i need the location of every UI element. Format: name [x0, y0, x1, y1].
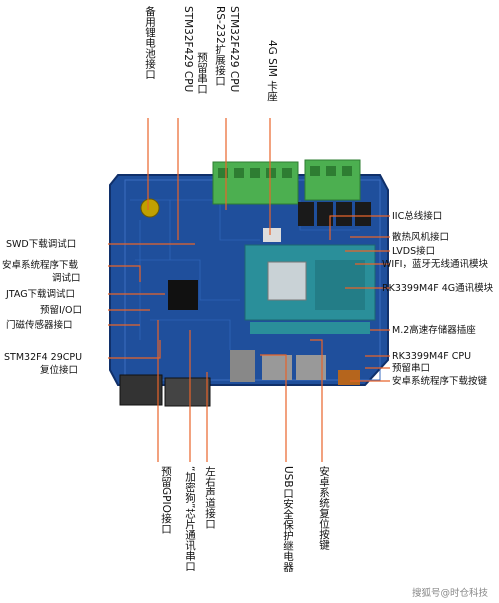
label-fan: 散热风机接口	[392, 231, 449, 243]
label-swd: SWD下载调试口	[6, 238, 76, 250]
label-dongle-uart: “加密狗”芯片通讯串口	[184, 466, 196, 571]
label-reserved-gpio: 预留GPIO接口	[160, 466, 172, 534]
label-backup-battery: 备用锂电池接口	[144, 5, 156, 79]
label-reserved-io: 预留I/O口	[40, 304, 82, 316]
m2-socket	[250, 322, 370, 334]
label-stm32-uart-a: STM32F429 CPU	[182, 6, 194, 92]
label-usb-relay: USB口安全保护继电器	[282, 466, 294, 572]
rk3399-module	[244, 244, 376, 321]
sim-socket	[263, 228, 281, 242]
label-4g-module: RK3399M4F 4G通讯模块	[382, 282, 494, 294]
label-stm32-uart-b: 预留串口	[196, 52, 208, 94]
label-lvds: LVDS接口	[392, 245, 435, 257]
terminal-blocks	[212, 159, 361, 205]
label-rk3399-cpu: RK3399M4F CPU	[392, 351, 471, 362]
relays	[298, 202, 371, 226]
label-4g-sim: 4G SIM 卡座	[266, 40, 278, 101]
label-debug-port: 调试口	[52, 272, 81, 284]
label-android-download-key: 安卓系统程序下载按键	[392, 375, 488, 387]
label-android-reset: 安卓系统复位按键	[318, 465, 330, 551]
label-stm32-cpu: STM32F4 29CPU	[4, 352, 82, 363]
label-reserved-uart: 预留串口	[392, 362, 430, 374]
label-reset-port: 复位接口	[40, 364, 78, 376]
label-iic: IIC总线接口	[392, 210, 442, 222]
label-stm32-rs232-a: STM32F429 CPU	[228, 6, 240, 92]
label-stm32-rs232-b: RS-232扩展接口	[214, 6, 226, 86]
label-m2: M.2高速存储器插座	[392, 324, 476, 336]
label-jtag: JTAG下载调试口	[5, 288, 75, 300]
label-android-download: 安卓系统程序下载	[2, 259, 79, 271]
label-door-sensor: 门磁传感器接口	[6, 319, 73, 331]
leader-lines	[108, 118, 390, 462]
label-audio: 左右声道接口	[204, 465, 216, 529]
label-wifi-bt: WIFI，蓝牙无线通讯模块	[382, 258, 488, 270]
stm32-chip	[168, 280, 198, 310]
battery	[140, 198, 160, 218]
watermark: 搜狐号@时仓科技	[412, 587, 489, 599]
bottom-connectors	[119, 350, 360, 407]
